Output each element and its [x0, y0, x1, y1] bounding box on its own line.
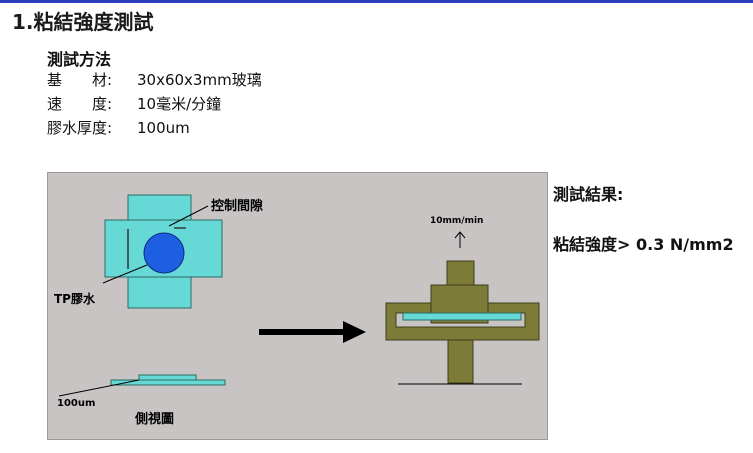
test-diagram: 控制間隙 TP膠水 100um 側視圖 10mm/min [47, 172, 548, 440]
method-value: 10毫米/分鐘 [137, 95, 222, 113]
glue-label: TP膠水 [54, 291, 96, 306]
method-row-thickness: 膠水厚度: 100um [47, 117, 190, 138]
method-value: 100um [137, 119, 190, 137]
lower-rod [447, 339, 474, 384]
upper-rod [446, 260, 475, 289]
result-value: 粘結強度> 0.3 N/mm2 [553, 235, 734, 254]
process-arrow [259, 321, 366, 343]
top-view: 控制間隙 TP膠水 [54, 194, 263, 309]
method-heading: 測試方法 [47, 50, 112, 69]
thickness-leader [58, 379, 140, 397]
thickness-label: 100um [57, 398, 95, 409]
gap-leader [168, 205, 209, 227]
method-value: 30x60x3mm玻璃 [137, 71, 262, 89]
result-heading: 測試結果: [553, 185, 624, 204]
method-row-substrate: 基 材: 30x60x3mm玻璃 [47, 69, 262, 90]
page-title: 1.粘結強度測試 [12, 10, 154, 34]
side-view: 100um 側視圖 [57, 374, 226, 427]
side-plate-top [138, 374, 197, 381]
glue-dot [143, 232, 185, 274]
arrow-shaft [259, 329, 345, 335]
side-view-label: 側視圖 [134, 411, 174, 427]
method-label: 膠水厚度: [47, 119, 113, 137]
method-label: 基 材: [47, 71, 113, 89]
method-label: 速 度: [47, 95, 113, 113]
method-row-speed: 速 度: 10毫米/分鐘 [47, 93, 221, 114]
arrow-head [343, 321, 366, 343]
clamped-glass [402, 312, 522, 321]
gap-label: 控制間隙 [211, 198, 263, 214]
diagram-canvas: 控制間隙 TP膠水 100um 側視圖 10mm/min [54, 194, 540, 427]
glue-leader [102, 264, 148, 284]
header-rule [0, 0, 753, 3]
pull-fixture: 10mm/min [385, 216, 540, 385]
pull-arrow-head [454, 231, 466, 239]
speed-label: 10mm/min [430, 216, 483, 226]
